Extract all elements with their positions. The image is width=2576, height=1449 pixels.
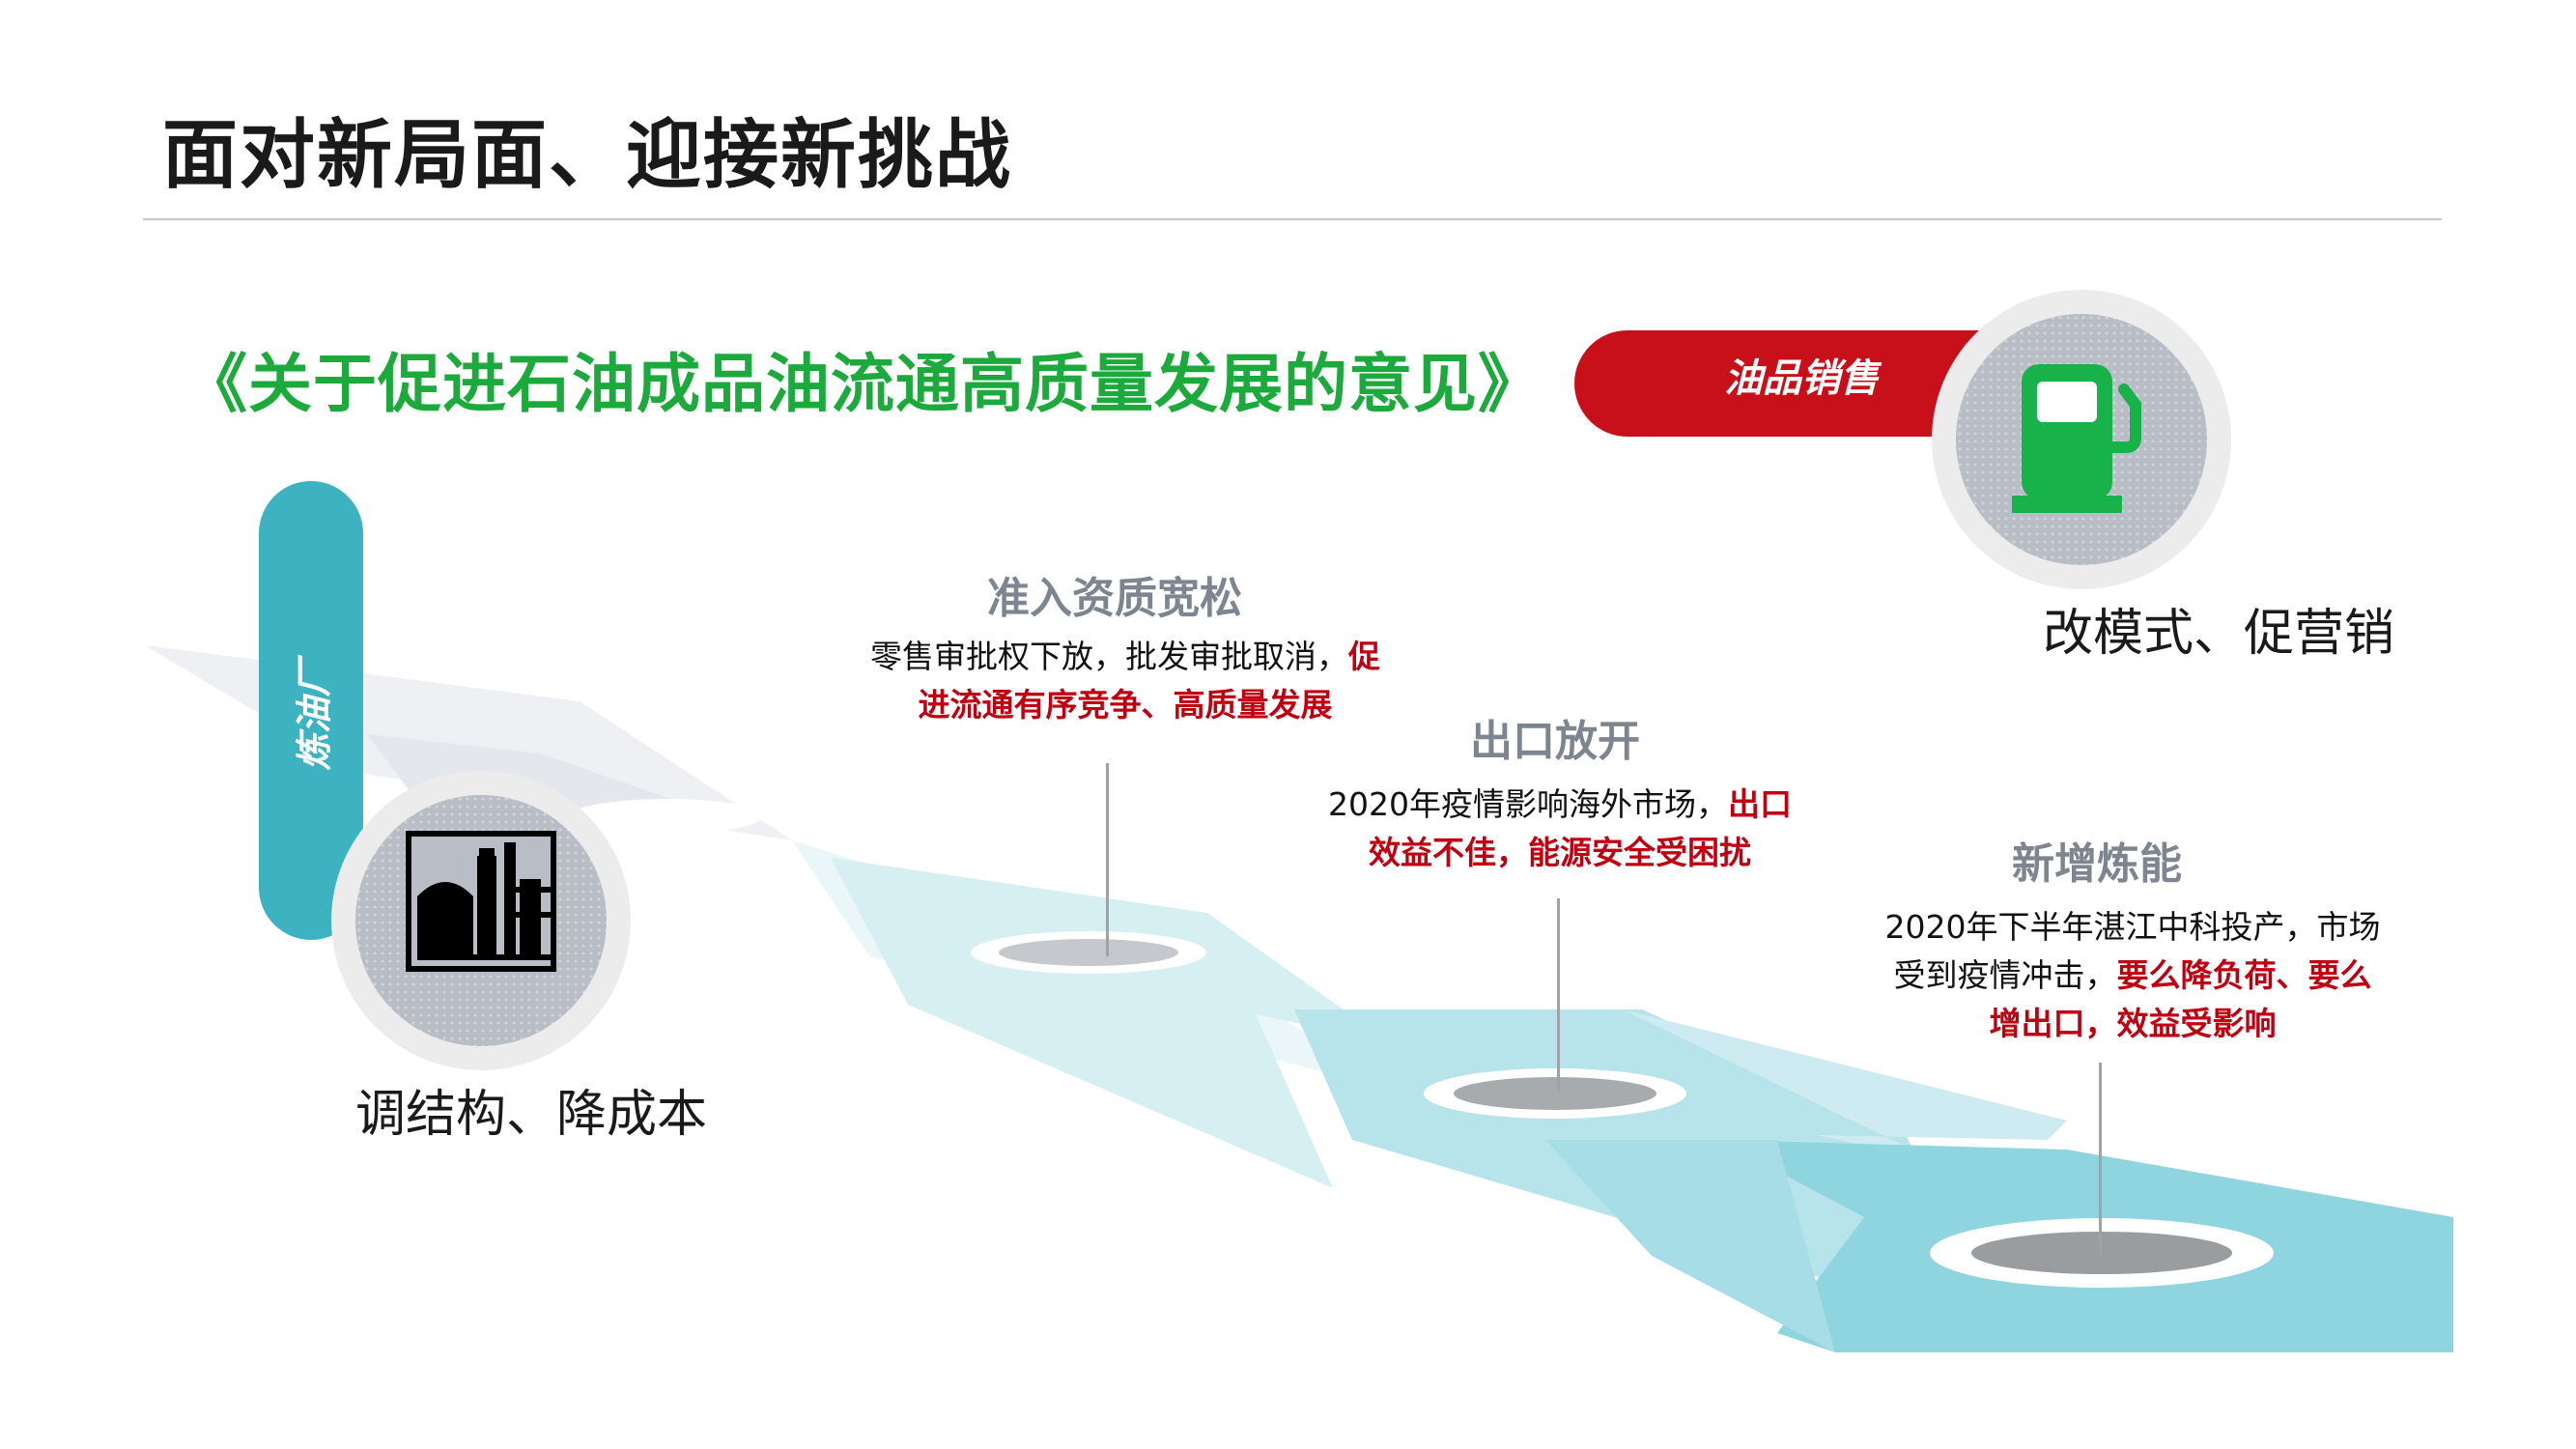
- milestone-1-desc: 零售审批权下放，批发审批取消，促 进流通有序竞争、高质量发展: [864, 633, 1386, 729]
- refinery-icon: [406, 831, 556, 972]
- milestone-3-emphasis-a: 要么降负荷、要么: [2116, 956, 2372, 994]
- milestone-2-heading: 出口放开: [1470, 717, 1640, 766]
- milestone-2-emphasis-a: 出口: [1727, 785, 1792, 823]
- milestone-1-emphasis-a: 促: [1348, 638, 1380, 675]
- oil-sales-label: 油品销售: [1724, 356, 1879, 401]
- milestone-3-text-a: 2020年下半年湛江中科投产，市场: [1884, 908, 2381, 946]
- refinery-caption: 调结构、降成本: [355, 1086, 708, 1144]
- refinery-label-wrap: 炼油厂: [259, 638, 363, 792]
- oil-sales-caption: 改模式、促营销: [2043, 605, 2395, 663]
- title-divider: [143, 218, 2442, 220]
- page-title: 面对新局面、迎接新挑战: [162, 112, 1013, 199]
- milestone-2-text: 2020年疫情影响海外市场，: [1328, 785, 1728, 823]
- milestone-1-heading: 准入资质宽松: [987, 574, 1242, 623]
- pointer-stick-3: [2099, 1063, 2102, 1256]
- milestone-3-text-b: 受到疫情冲击，: [1893, 956, 2117, 994]
- pointer-stick-1: [1106, 763, 1109, 956]
- policy-title: 《关于促进石油成品油流通高质量发展的意见》: [184, 347, 1543, 421]
- milestone-1-text: 零售审批权下放，批发审批取消，: [870, 638, 1348, 675]
- refinery-label: 炼油厂: [293, 659, 336, 771]
- milestone-2-desc: 2020年疫情影响海外市场，出口 效益不佳，能源安全受困扰: [1318, 781, 1801, 877]
- pointer-stick-2: [1557, 898, 1560, 1092]
- milestone-3-emphasis-b: 增出口，效益受影响: [1989, 1005, 2277, 1042]
- fuel-pump-icon: [2012, 364, 2141, 513]
- milestone-1-emphasis-b: 进流通有序竞争、高质量发展: [918, 686, 1333, 724]
- milestone-2-emphasis-b: 效益不佳，能源安全受困扰: [1369, 834, 1751, 871]
- milestone-3-heading: 新增炼能: [2012, 839, 2182, 889]
- milestone-3-desc: 2020年下半年湛江中科投产，市场 受到疫情冲击，要么降负荷、要么 增出口，效益…: [1872, 903, 2393, 1048]
